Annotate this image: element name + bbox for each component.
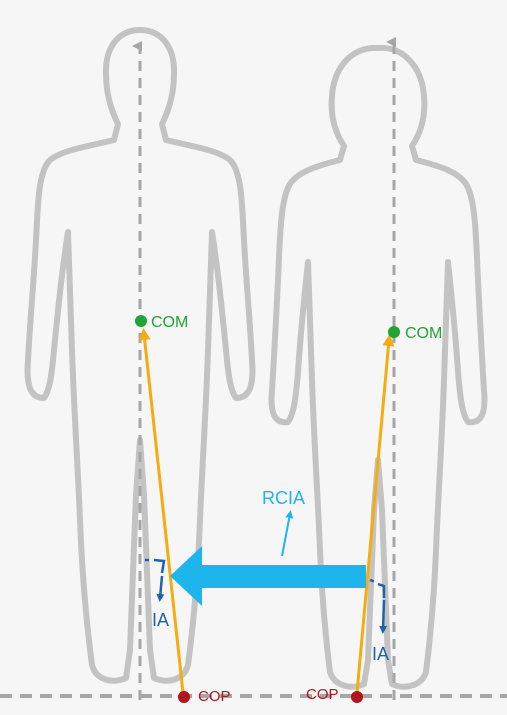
rcia-pointer-arrow — [282, 514, 290, 556]
com-label-left: COM — [151, 314, 188, 331]
cop-label-right: COP — [306, 686, 339, 703]
rcia-label: RCIA — [262, 488, 305, 508]
com-label-right: COM — [405, 325, 442, 342]
cop-label-left: COP — [198, 688, 231, 705]
cop-point-left — [178, 691, 190, 703]
ia-label-right: IA — [372, 644, 389, 664]
rcia-arrow — [170, 546, 366, 606]
com-point-left — [135, 315, 147, 327]
right-person-silhouette — [272, 48, 485, 687]
ia-label-left: IA — [152, 610, 169, 630]
cop-point-right — [351, 691, 363, 703]
com-point-right — [388, 326, 400, 338]
